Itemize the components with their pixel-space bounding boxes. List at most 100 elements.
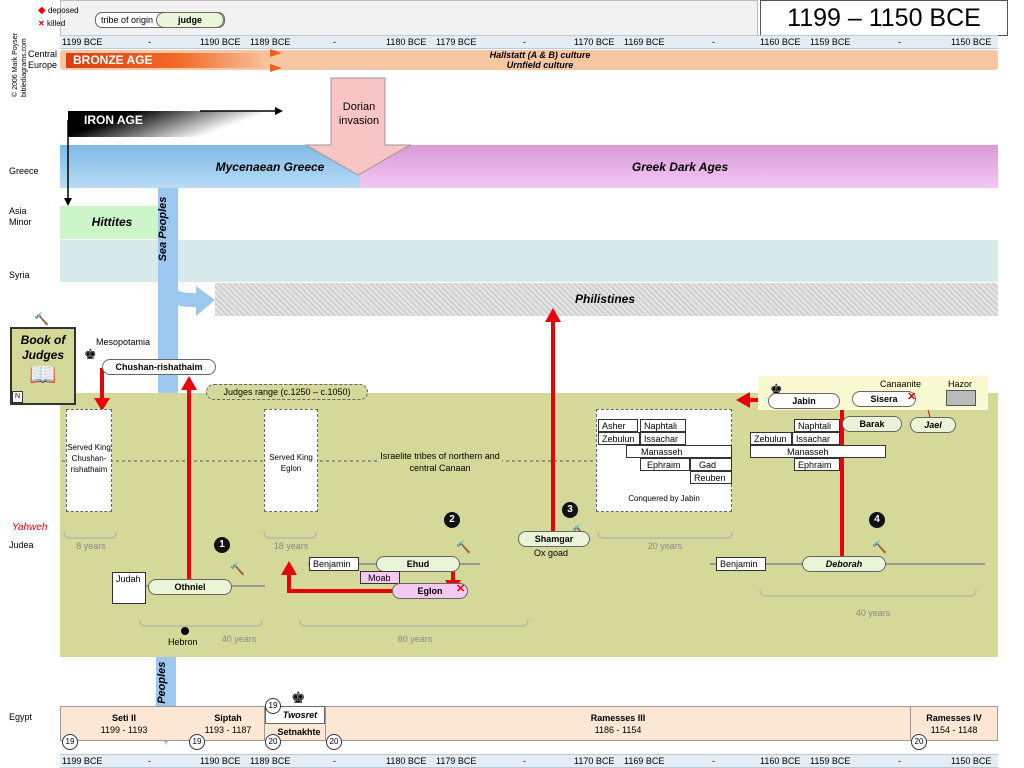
label-greece: Greece bbox=[9, 166, 39, 176]
judges-range: Judges range (c.1250 – c.1050) bbox=[206, 384, 368, 400]
philistines-band bbox=[215, 283, 998, 316]
shamgar-arrow-head bbox=[545, 308, 561, 322]
hittites-band bbox=[60, 206, 160, 239]
urnfield-label: Urnfield culture bbox=[506, 60, 574, 70]
served-eglon-box: Served King Eglon bbox=[264, 409, 318, 512]
pharaoh-ramesses3[interactable]: Ramesses III 1186 - 1154 bbox=[590, 713, 646, 735]
egypt-band bbox=[60, 706, 998, 741]
book-of-judges-card[interactable]: Book of Judges 📖 N bbox=[10, 327, 76, 405]
legend-tribe-box: tribe of origin judge bbox=[95, 12, 225, 28]
label-asia-minor: Asia Minor bbox=[9, 206, 32, 227]
hallstatt-label: Hallstatt (A & B) culture bbox=[489, 50, 591, 60]
label-yahweh: Yahweh bbox=[12, 522, 48, 533]
person-eglon[interactable]: Eglon bbox=[392, 583, 468, 599]
person-sisera[interactable]: Sisera bbox=[852, 391, 916, 407]
dark-ages-label: Greek Dark Ages bbox=[631, 160, 729, 174]
iron-age-bar bbox=[68, 111, 268, 137]
bronze-arrow-head bbox=[270, 49, 282, 57]
dynasty-19-marker: 19 bbox=[265, 698, 281, 714]
tribe-issachar-b: Issachar bbox=[792, 432, 840, 445]
hebron-dot bbox=[181, 627, 189, 635]
tribe-naphtali-a: Naphtali bbox=[640, 419, 686, 432]
dynasty-20-marker: 20 bbox=[326, 734, 342, 750]
person-jabin[interactable]: Jabin bbox=[768, 393, 840, 409]
chushan-arrow-head bbox=[94, 398, 110, 411]
label-hazor: Hazor bbox=[948, 379, 973, 389]
tribe-ephraim-a: Ephraim bbox=[640, 458, 690, 471]
mycenaean-label: Mycenaean Greece bbox=[215, 160, 325, 174]
pharaoh-ramesses4[interactable]: Ramesses IV 1154 - 1148 bbox=[926, 713, 982, 735]
pharaoh-setnakhte[interactable]: Setnakhte bbox=[277, 727, 321, 737]
year-axis-top: 1199 BCE - 1190 BCE 1189 BCE - 1180 BCE … bbox=[60, 35, 998, 49]
bronze-age-label: BRONZE AGE bbox=[73, 53, 153, 67]
person-ehud[interactable]: Ehud bbox=[376, 556, 460, 572]
tribe-benjamin-b: Benjamin bbox=[716, 557, 766, 571]
open-book-icon: 📖 bbox=[29, 362, 57, 387]
served-chushan-box: Served King Chushan-rishathaim bbox=[66, 409, 112, 512]
iron-age-arrow-down-head bbox=[64, 198, 72, 206]
tribe-naphtali-b: Naphtali bbox=[794, 419, 840, 432]
gavel-icon: 🔨 bbox=[230, 562, 245, 576]
tribe-gad: Gad bbox=[690, 458, 732, 471]
crown-icon: ♚ bbox=[84, 346, 97, 362]
judge-number-3: 3 bbox=[562, 502, 578, 518]
person-barak[interactable]: Barak bbox=[842, 416, 902, 432]
pharaoh-siptah[interactable]: Siptah 1193 - 1187 bbox=[204, 713, 252, 735]
person-othniel[interactable]: Othniel bbox=[148, 579, 232, 595]
tribe-judah: Judah bbox=[112, 572, 146, 604]
othniel-arrow-head bbox=[181, 376, 197, 390]
egypt-divider-3 bbox=[910, 706, 911, 741]
dorian-label: Dorian invasion bbox=[338, 101, 380, 127]
person-chushan[interactable]: Chushan-rishathaim bbox=[102, 359, 216, 375]
person-deborah[interactable]: Deborah bbox=[802, 556, 886, 572]
tribe-zebulun-a: Zebulun bbox=[598, 432, 640, 445]
judge-number-1: 1 bbox=[214, 537, 230, 553]
year-axis-bottom: 1199 BCE - 1190 BCE 1189 BCE - 1180 BCE … bbox=[60, 754, 998, 768]
label-ox-goad: Ox goad bbox=[534, 548, 569, 558]
judge-number-4: 4 bbox=[869, 512, 885, 528]
duration-8: 8 years bbox=[76, 541, 106, 551]
sea-peoples-curve bbox=[161, 279, 201, 307]
duration-80: 80 years bbox=[397, 634, 433, 644]
egypt-divider-2 bbox=[325, 706, 326, 741]
tribe-manasseh-b: Manasseh bbox=[750, 445, 886, 458]
person-shamgar[interactable]: Shamgar bbox=[518, 531, 590, 547]
ehud-arrow bbox=[287, 573, 392, 593]
label-egypt: Egypt bbox=[9, 712, 33, 722]
page-title: 1199 – 1150 BCE bbox=[760, 0, 1008, 36]
tribe-asher: Asher bbox=[598, 419, 638, 432]
dorian-invasion-arrow bbox=[304, 77, 412, 176]
sea-peoples-curve-head bbox=[196, 286, 215, 316]
killed-icon: ✕ bbox=[456, 583, 466, 595]
dynasty-20-marker: 20 bbox=[265, 734, 281, 750]
legend-killed: ✕ killed bbox=[38, 19, 66, 28]
gavel-icon: 🔨 bbox=[456, 540, 471, 554]
deposed-icon: ◆ bbox=[38, 5, 46, 16]
dynasty-19-marker: 19 bbox=[189, 734, 205, 750]
dynasty-19-marker: 19 bbox=[62, 734, 78, 750]
hittites-label: Hittites bbox=[91, 215, 133, 229]
urnfield-arrow-head bbox=[270, 64, 282, 72]
israelite-tribes-label: Israelite tribes of northern and central… bbox=[378, 450, 502, 474]
tribe-reuben: Reuben bbox=[690, 471, 732, 484]
pharaoh-seti[interactable]: Seti II 1199 - 1193 bbox=[100, 713, 148, 735]
urnfield-band bbox=[60, 50, 998, 70]
person-jael[interactable]: Jael bbox=[910, 417, 956, 433]
duration-40a: 40 years bbox=[221, 634, 257, 644]
mycenaean-band bbox=[60, 145, 360, 188]
tribe-benjamin-a: Benjamin bbox=[309, 557, 359, 571]
iron-age-arrow-head bbox=[275, 107, 283, 115]
book-marker: N bbox=[12, 391, 23, 403]
iron-age-label: IRON AGE bbox=[84, 113, 143, 127]
label-hebron: Hebron bbox=[168, 637, 198, 647]
gavel-icon: 🔨 bbox=[34, 312, 49, 326]
bracket-40a bbox=[139, 619, 263, 627]
bracket-8 bbox=[63, 531, 117, 539]
tribe-zebulun-b: Zebulun bbox=[750, 432, 792, 445]
label-judea: Judea bbox=[9, 540, 34, 550]
bracket-20 bbox=[597, 531, 733, 539]
killed-icon: ✕ bbox=[38, 19, 45, 28]
pharaoh-twosret-box[interactable]: Twosret bbox=[265, 706, 325, 724]
book-title: Book of Judges bbox=[20, 333, 66, 362]
killed-icon: ✕ bbox=[907, 391, 917, 403]
